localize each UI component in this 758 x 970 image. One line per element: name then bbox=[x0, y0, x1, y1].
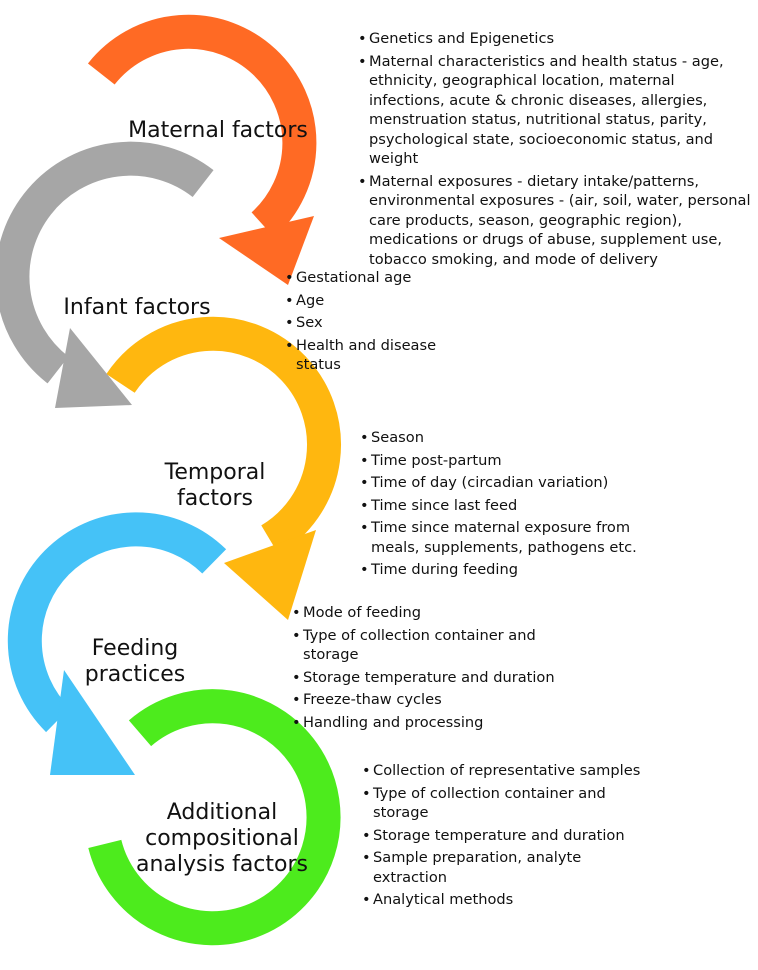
list-item: Time of day (circadian variation) bbox=[360, 473, 650, 493]
list-item: Storage temperature and duration bbox=[362, 826, 647, 846]
list-item: Health and disease status bbox=[285, 336, 460, 375]
list-item: Freeze-thaw cycles bbox=[292, 690, 560, 710]
title-line: compositional bbox=[145, 826, 299, 851]
list-item: Time post-partum bbox=[360, 451, 650, 471]
list-item: Type of collection container and storage bbox=[362, 784, 647, 823]
temporal-arrowhead bbox=[224, 530, 316, 620]
title-line: Maternal factors bbox=[128, 118, 308, 143]
temporal-factors-list: Season Time post-partum Time of day (cir… bbox=[360, 428, 650, 583]
infant-factors-list: Gestational age Age Sex Health and disea… bbox=[285, 268, 460, 378]
analysis-factors-list: Collection of representative samples Typ… bbox=[362, 761, 647, 913]
list-item: Time since maternal exposure from meals,… bbox=[360, 518, 650, 557]
title-line: analysis factors bbox=[136, 852, 308, 877]
feeding-practices-title: Feeding practices bbox=[70, 636, 200, 688]
analysis-factors-title: Additional compositional analysis factor… bbox=[132, 800, 312, 878]
list-item: Type of collection container and storage bbox=[292, 626, 560, 665]
maternal-factors-list: Genetics and Epigenetics Maternal charac… bbox=[358, 29, 753, 272]
list-item: Age bbox=[285, 291, 460, 311]
list-item: Time during feeding bbox=[360, 560, 650, 580]
infant-arc bbox=[0, 141, 214, 384]
infant-factors-title: Infant factors bbox=[52, 295, 222, 321]
maternal-arc bbox=[87, 14, 317, 238]
list-item: Collection of representative samples bbox=[362, 761, 647, 781]
feeding-practices-list: Mode of feeding Type of collection conta… bbox=[292, 603, 560, 735]
temporal-factors-title: Temporal factors bbox=[140, 460, 290, 512]
title-line: Temporal bbox=[164, 460, 266, 485]
analysis-arc bbox=[88, 689, 341, 946]
list-item: Season bbox=[360, 428, 650, 448]
list-item: Maternal characteristics and health stat… bbox=[358, 52, 753, 169]
list-item: Handling and processing bbox=[292, 713, 560, 733]
title-line: Infant factors bbox=[63, 295, 211, 320]
title-line: Feeding bbox=[91, 636, 179, 661]
list-item: Gestational age bbox=[285, 268, 460, 288]
list-item: Maternal exposures - dietary intake/patt… bbox=[358, 172, 753, 270]
maternal-factors-title: Maternal factors bbox=[118, 118, 318, 144]
title-line: Additional bbox=[166, 800, 278, 825]
title-line: practices bbox=[84, 662, 186, 687]
list-item: Storage temperature and duration bbox=[292, 668, 560, 688]
list-item: Time since last feed bbox=[360, 496, 650, 516]
list-item: Analytical methods bbox=[362, 890, 647, 910]
infant-arrowhead bbox=[55, 328, 132, 408]
list-item: Mode of feeding bbox=[292, 603, 560, 623]
feeding-arrowhead bbox=[50, 670, 135, 775]
list-item: Sample preparation, analyte extraction bbox=[362, 848, 647, 887]
feeding-arc bbox=[7, 512, 227, 733]
title-line: factors bbox=[177, 486, 253, 511]
list-item: Genetics and Epigenetics bbox=[358, 29, 753, 49]
list-item: Sex bbox=[285, 313, 460, 333]
